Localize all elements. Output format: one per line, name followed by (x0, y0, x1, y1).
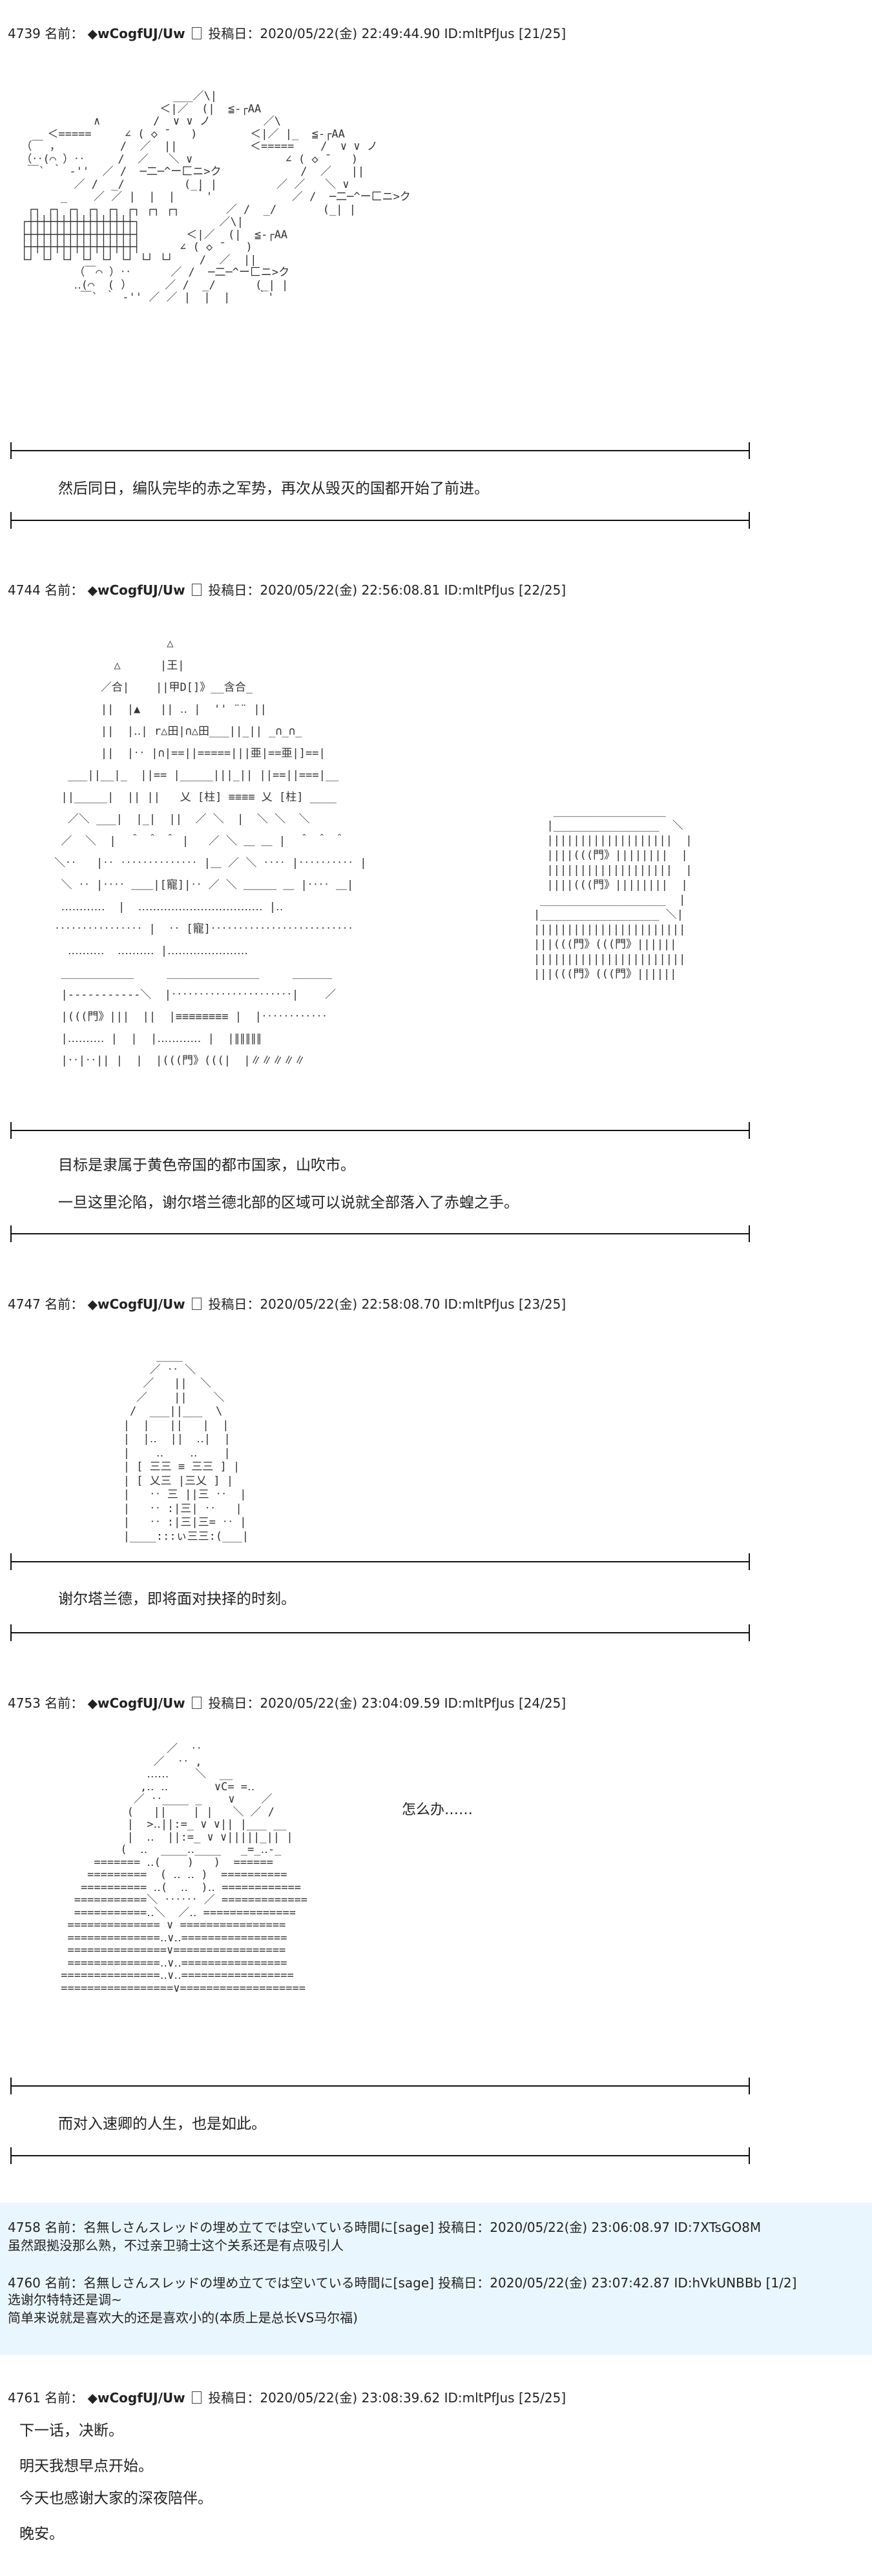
reply-block: 4758 名前：名無しさんスレッドの埋め立てでは空いている時間に[sage] 投… (0, 2203, 872, 2355)
ascii-art-city-buildings: _________________ |________________ ＼ ||… (534, 804, 692, 981)
ascii-art-army: ___／\| ＜|／ (| ≦-┌AA ∧ / ∨ ∨ ノ ／\ ＜===== … (21, 90, 411, 304)
narration-line: 而对入速卿的人生，也是如此。 (58, 2116, 266, 2132)
divider-rule (10, 1122, 750, 1139)
poster-name[interactable]: ◆wCogfUJ/Uw (87, 26, 185, 41)
reply-header: 4760 名前：名無しさんスレッドの埋め立てでは空いている時間に[sage] 投… (8, 2275, 797, 2291)
post-label: 名前： (45, 26, 84, 41)
post-date: 投稿日：2020/05/22(金) 23:08:39.62 ID:mltPfJu… (208, 2390, 566, 2406)
post-number: 4747 (8, 1296, 41, 1312)
closing-line: 今天也感谢大家的深夜陪伴。 (19, 2490, 213, 2507)
square-icon (191, 1298, 202, 1310)
poster-name[interactable]: ◆wCogfUJ/Uw (87, 2390, 185, 2406)
post-header: 4761 名前： ◆wCogfUJ/Uw 投稿日：2020/05/22(金) 2… (8, 2387, 566, 2406)
post-label: 名前： (45, 2390, 84, 2406)
ascii-art-figure: ／ ‥ ／ ‥ , ‥‥‥ ＼ __ ,‥ ‥ ∨C= =‥ ／ ‥____ _… (61, 1743, 308, 1995)
square-icon (191, 1697, 202, 1709)
divider-rule (10, 2147, 750, 2164)
post-header: 4753 名前： ◆wCogfUJ/Uw 投稿日：2020/05/22(金) 2… (8, 1693, 566, 1712)
square-icon (191, 27, 202, 39)
divider-rule (10, 2078, 750, 2094)
closing-line: 明天我想早点开始。 (19, 2458, 153, 2475)
square-icon (191, 584, 202, 596)
poster-name[interactable]: ◆wCogfUJ/Uw (87, 1296, 185, 1312)
post-date: 投稿日：2020/05/22(金) 23:04:09.59 ID:mltPfJu… (208, 1695, 566, 1711)
divider-rule (10, 512, 750, 529)
post-label: 名前： (45, 582, 84, 598)
narration-line: 谢尔塔兰德，即将面对抉择的时刻。 (58, 1591, 296, 1608)
post-number: 4739 (8, 26, 41, 41)
ascii-art-city: △ △ |王| ／合| ||甲D[]》__含合_ || |▲ || ‥ | ''… (54, 637, 367, 1067)
reply-header: 4758 名前：名無しさんスレッドの埋め立てでは空いている時間に[sage] 投… (8, 2220, 762, 2235)
post-date: 投稿日：2020/05/22(金) 22:49:44.90 ID:mltPfJu… (208, 26, 566, 41)
poster-name[interactable]: ◆wCogfUJ/Uw (87, 582, 185, 598)
post-header: 4739 名前： ◆wCogfUJ/Uw 投稿日：2020/05/22(金) 2… (8, 23, 566, 42)
aside-speech: 怎么办…… (402, 1802, 473, 1818)
closing-line: 下一话，决断。 (19, 2422, 123, 2439)
narration-line: 目标是隶属于黄色帝国的都市国家，山吹市。 (58, 1157, 355, 1174)
divider-rule (10, 1553, 750, 1570)
closing-line: 晚安。 (19, 2526, 64, 2542)
divider-rule (10, 1225, 750, 1242)
post-header: 4744 名前： ◆wCogfUJ/Uw 投稿日：2020/05/22(金) 2… (8, 580, 566, 598)
narration-line: 然后同日，编队完毕的赤之军势，再次从毁灭的国都开始了前进。 (58, 480, 489, 497)
reply-body: 虽然跟拠没那么熟，不过亲卫骑士这个关系还是有点吸引人 (8, 2238, 344, 2253)
post-number: 4761 (8, 2390, 41, 2406)
divider-rule (10, 1624, 750, 1641)
post-number: 4753 (8, 1695, 41, 1711)
post-label: 名前： (45, 1296, 84, 1312)
square-icon (191, 2391, 202, 2404)
post-header: 4747 名前： ◆wCogfUJ/Uw 投稿日：2020/05/22(金) 2… (8, 1294, 566, 1313)
post-date: 投稿日：2020/05/22(金) 22:56:08.81 ID:mltPfJu… (208, 582, 566, 598)
post-number: 4744 (8, 582, 41, 598)
divider-rule (10, 442, 750, 459)
narration-line: 一旦这里沦陷，谢尔塔兰德北部的区域可以说就全部落入了赤蝗之手。 (58, 1194, 519, 1211)
reply-body: 选谢尔特特还是调~ 简单来说就是喜欢大的还是喜欢小的(本质上是总长VS马尔福) (8, 2292, 358, 2326)
poster-name[interactable]: ◆wCogfUJ/Uw (87, 1695, 185, 1711)
post-date: 投稿日：2020/05/22(金) 22:58:08.70 ID:mltPfJu… (208, 1296, 566, 1312)
ascii-art-character: ____ ／ ‥ ＼ ／ || ＼ ／ || ＼ / ___||___ \ | … (123, 1349, 249, 1543)
post-label: 名前： (45, 1695, 84, 1711)
